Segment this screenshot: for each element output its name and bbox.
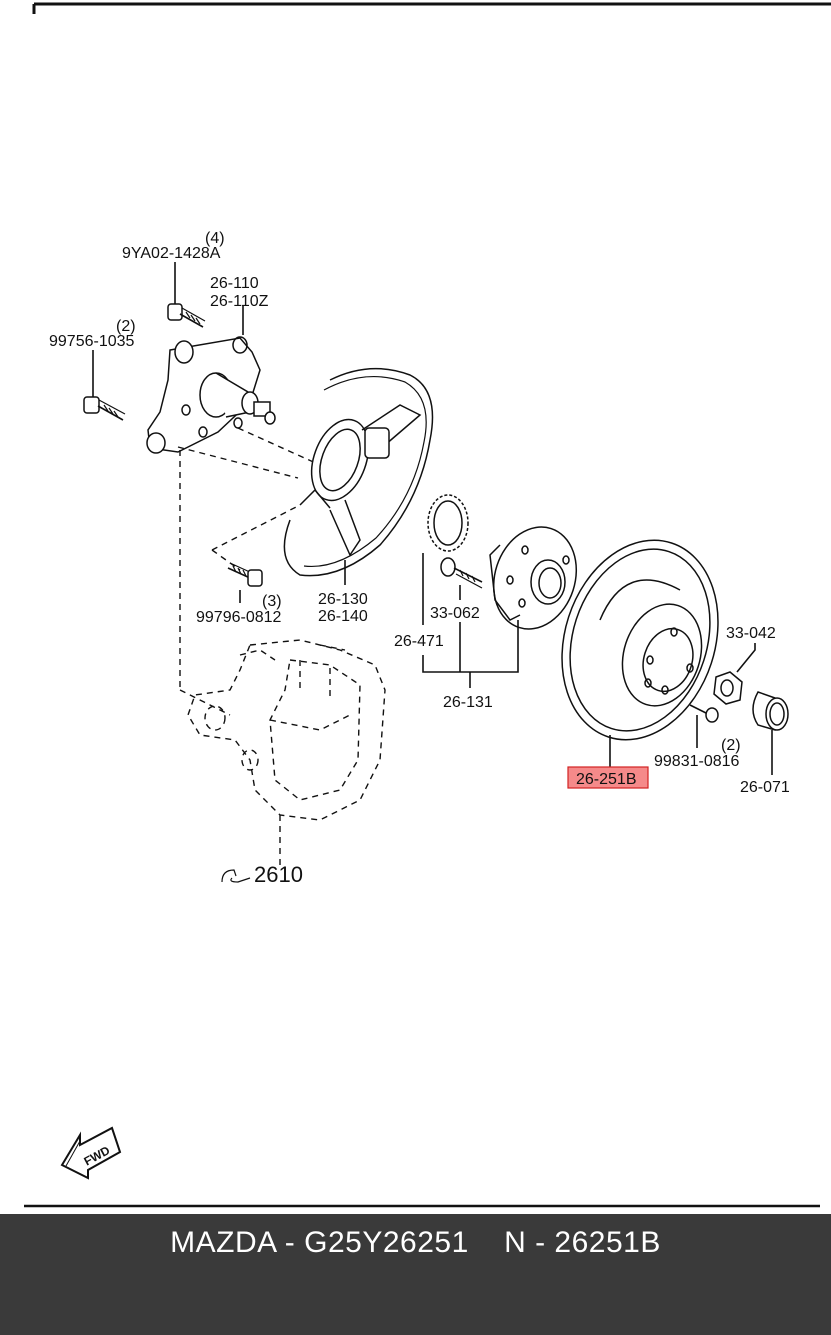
part-26131-label: 26-131 bbox=[443, 694, 493, 711]
highlighted-part-26251b[interactable]: 26-251B bbox=[567, 766, 649, 789]
cap-26071-drawing bbox=[752, 691, 789, 731]
qty-9ya02-label: (4) bbox=[205, 230, 225, 247]
reference-arrow-icon bbox=[221, 869, 251, 883]
part-99831-label: 99831-0816 bbox=[654, 753, 740, 770]
part-26071-label: 26-071 bbox=[740, 779, 790, 796]
hub-bolt-33062-drawing bbox=[440, 557, 483, 589]
part-26130-label: 26-130 bbox=[318, 591, 368, 608]
footer-bar: MAZDA - G25Y26251 N - 26251B bbox=[0, 1214, 831, 1335]
part-26110-label: 26-110 bbox=[210, 275, 259, 292]
bolt-9ya02-drawing bbox=[167, 303, 206, 328]
part-26471-label: 26-471 bbox=[394, 633, 444, 650]
screw-99831-drawing bbox=[689, 704, 719, 723]
highlight-box bbox=[567, 766, 649, 789]
parts-diagram: (4) 9YA02-1428A 26-110 26-110Z (2) 99756… bbox=[24, 2, 831, 1208]
caliper-label-group: 2610 bbox=[221, 862, 303, 887]
brake-disc-drawing bbox=[561, 539, 719, 741]
part-99756-label: 99756-1035 bbox=[49, 333, 135, 350]
fwd-arrow-icon: FWD bbox=[60, 1126, 122, 1180]
part-26251b-label: 26-251B bbox=[576, 771, 637, 788]
caliper-2610-drawing bbox=[187, 639, 386, 821]
bolt-99756-drawing bbox=[83, 396, 126, 421]
hub-26110-drawing bbox=[146, 336, 276, 454]
part-26140-label: 26-140 bbox=[318, 608, 368, 625]
qty-99756-label: (2) bbox=[116, 318, 136, 335]
part-9ya02-label: 9YA02-1428A bbox=[122, 245, 221, 262]
part-2610-label: 2610 bbox=[254, 862, 303, 887]
qty-99796-label: (3) bbox=[262, 593, 282, 610]
qty-99831-label: (2) bbox=[721, 737, 741, 754]
wheel-hub-26131-drawing bbox=[489, 526, 578, 630]
part-99796-label: 99796-0812 bbox=[196, 609, 282, 626]
part-26110z-label: 26-110Z bbox=[210, 293, 269, 310]
part-33042-label: 33-042 bbox=[726, 625, 776, 642]
bolt-99796-drawing bbox=[227, 562, 263, 587]
part-33062-label: 33-062 bbox=[430, 605, 480, 622]
dust-shield-drawing bbox=[283, 367, 434, 577]
nut-33042-drawing bbox=[713, 671, 743, 705]
abs-ring-drawing bbox=[427, 494, 469, 552]
footer-part-number-text: MAZDA - G25Y26251 N - 26251B bbox=[170, 1226, 661, 1259]
